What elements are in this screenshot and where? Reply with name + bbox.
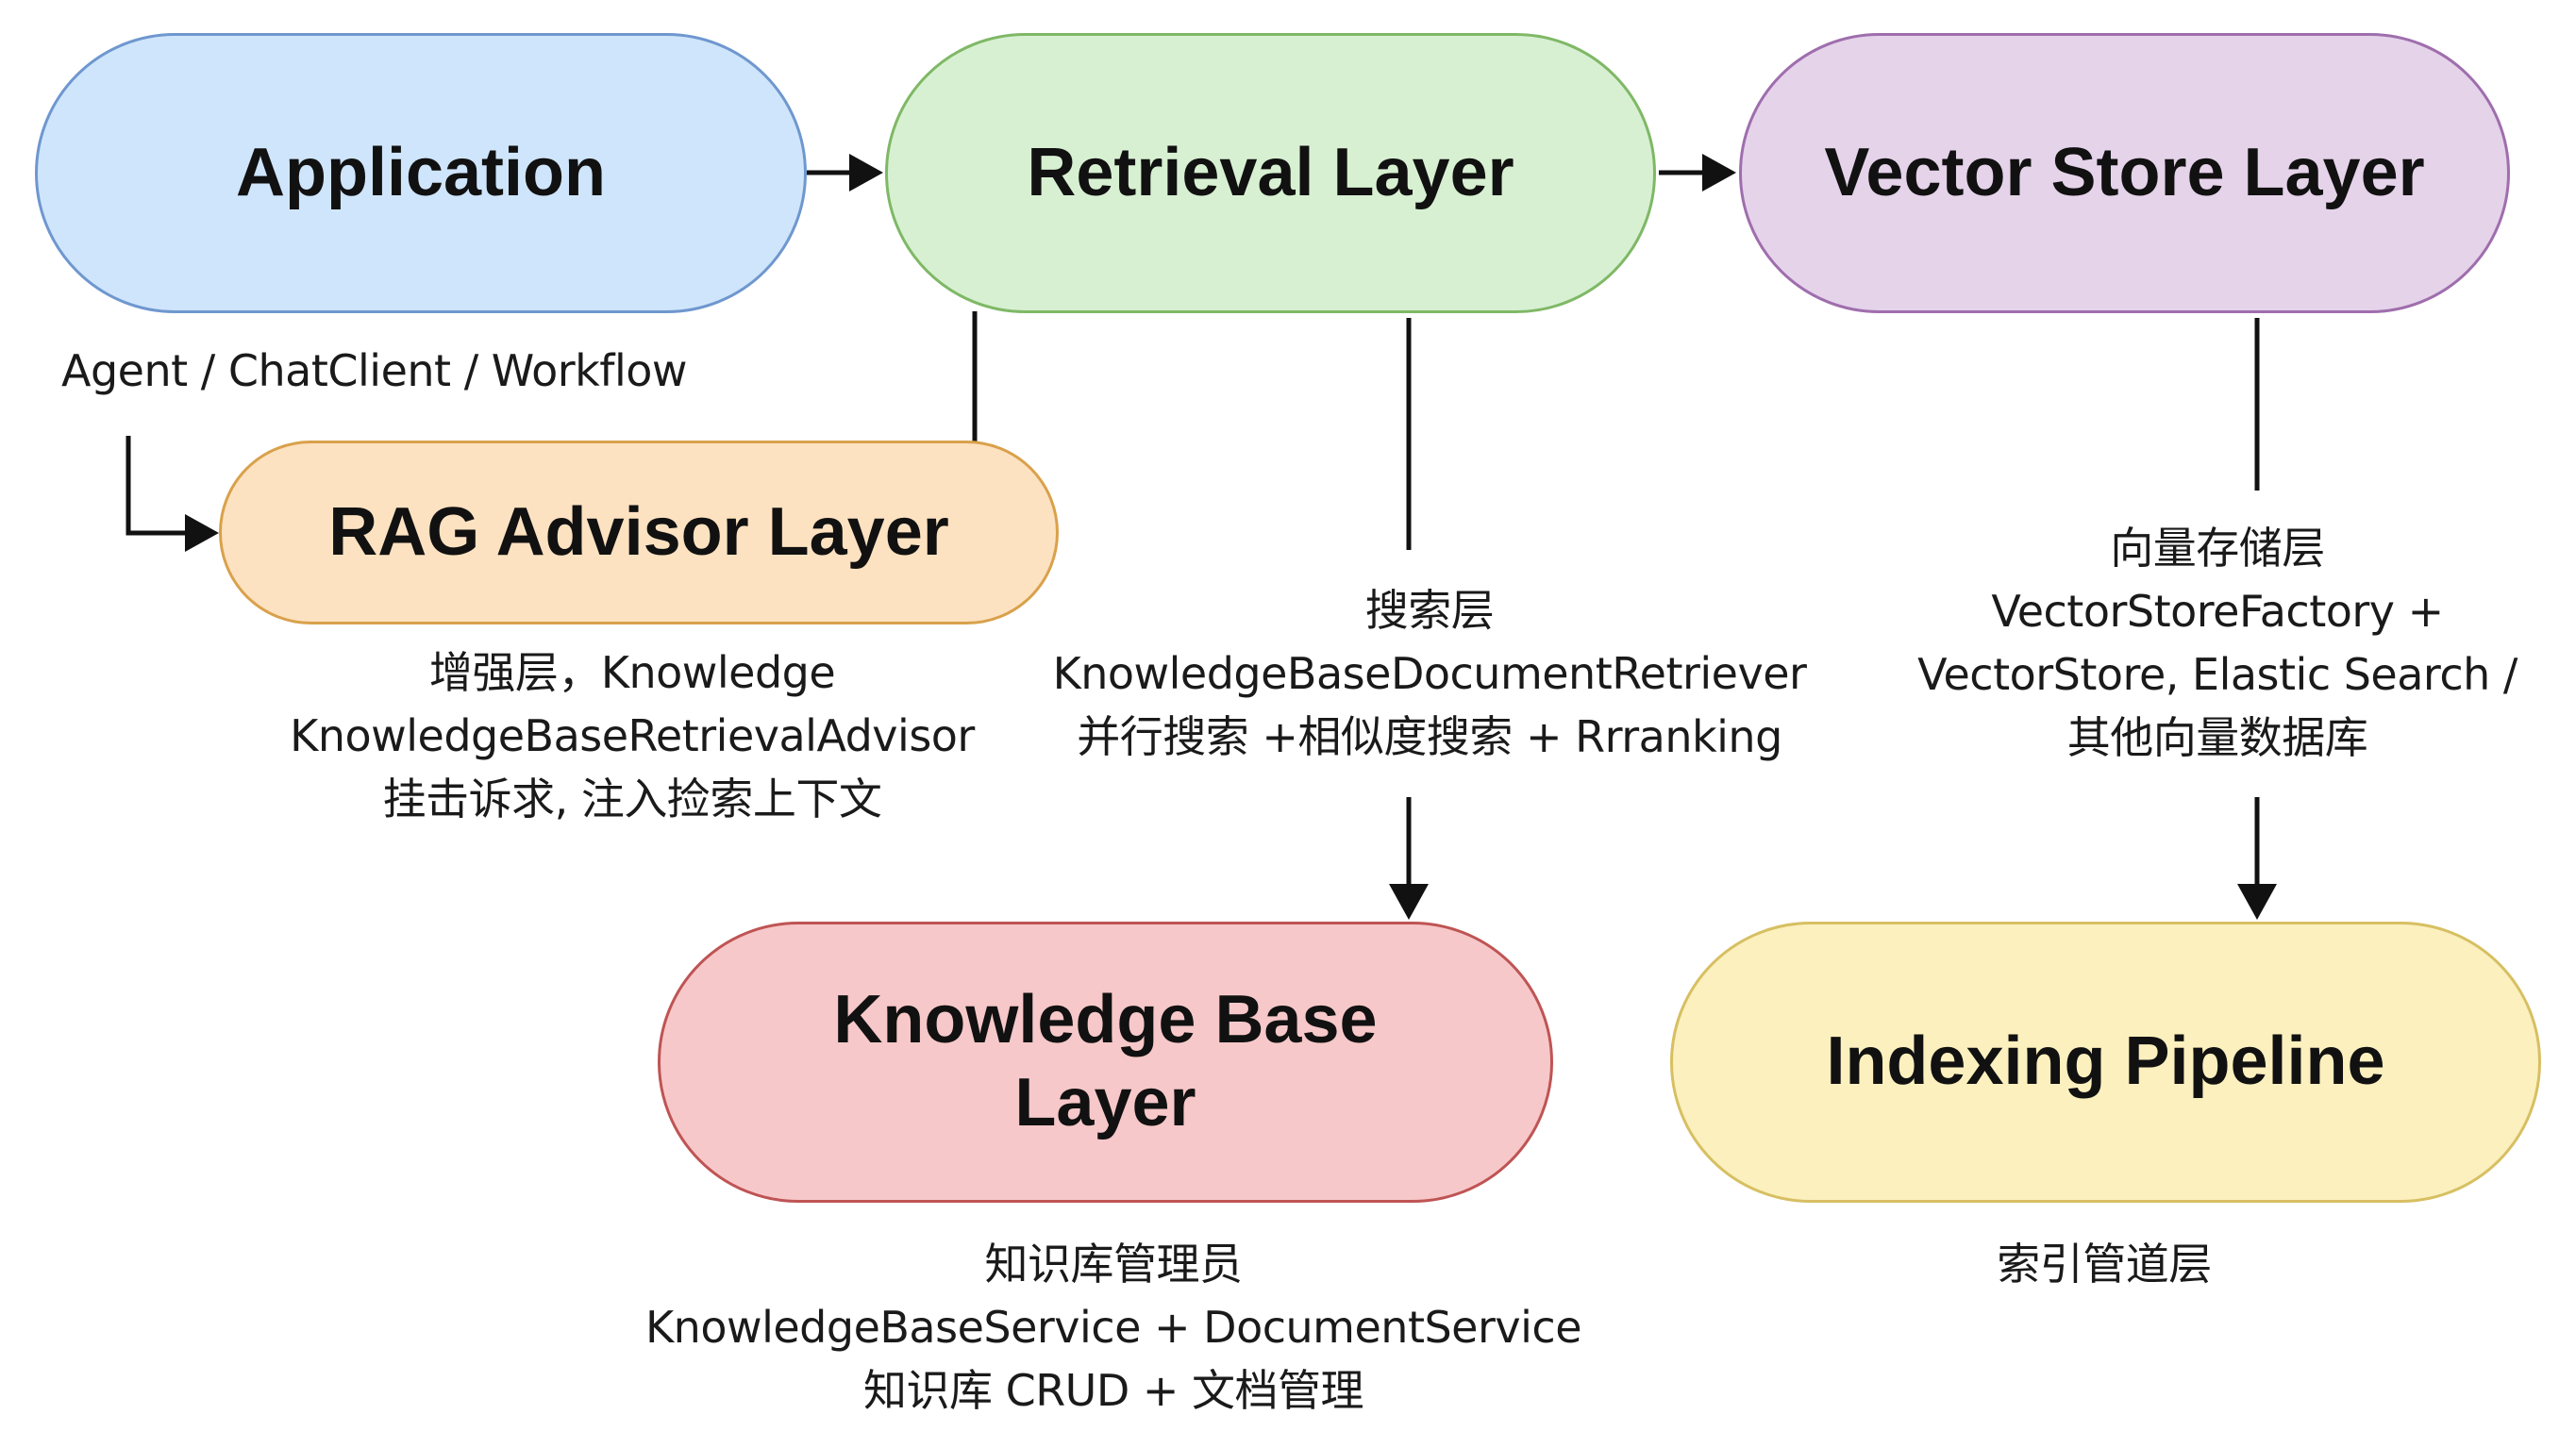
arrowhead-application-to-rag-advisor: [185, 514, 219, 552]
arrowhead-application-to-retrieval: [849, 154, 883, 191]
retrieval-layer-node: Retrieval Layer: [885, 33, 1656, 313]
knowledge-base-caption: 知识库管理员 KnowledgeBaseService + DocumentSe…: [645, 1239, 1582, 1416]
application-node: Application: [35, 33, 807, 313]
indexing-pipeline-node: Indexing Pipeline: [1670, 922, 2541, 1203]
indexing-caption: 索引管道层: [1997, 1239, 2212, 1290]
retrieval-caption: 搜索层 KnowledgeBaseDocumentRetriever 并行搜索 …: [1052, 585, 1807, 762]
application-label: Application: [236, 134, 606, 210]
vector-store-layer-label: Vector Store Layer: [1824, 134, 2425, 210]
rag-advisor-caption: 增强层，Knowledge KnowledgeBaseRetrievalAdvi…: [290, 647, 975, 824]
rag-advisor-layer-node: RAG Advisor Layer: [219, 441, 1059, 624]
knowledge-base-layer-label: Knowledge Base Layer: [833, 982, 1378, 1140]
arrowhead-retrieval-to-knowledge-base: [1389, 884, 1429, 920]
retrieval-layer-label: Retrieval Layer: [1027, 134, 1514, 210]
arrow-application-to-rag-advisor: [125, 436, 209, 536]
application-caption: Agent / ChatClient / Workflow: [61, 345, 688, 396]
arrowhead-vector-store-to-indexing: [2237, 884, 2277, 920]
arrowhead-retrieval-to-vector-store: [1702, 154, 1736, 191]
indexing-pipeline-label: Indexing Pipeline: [1826, 1024, 2385, 1100]
rag-advisor-layer-label: RAG Advisor Layer: [328, 493, 949, 570]
vector-store-layer-node: Vector Store Layer: [1739, 33, 2510, 313]
vector-store-caption: 向量存储层 VectorStoreFactory + VectorStore, …: [1917, 523, 2517, 763]
knowledge-base-layer-node: Knowledge Base Layer: [658, 922, 1553, 1203]
